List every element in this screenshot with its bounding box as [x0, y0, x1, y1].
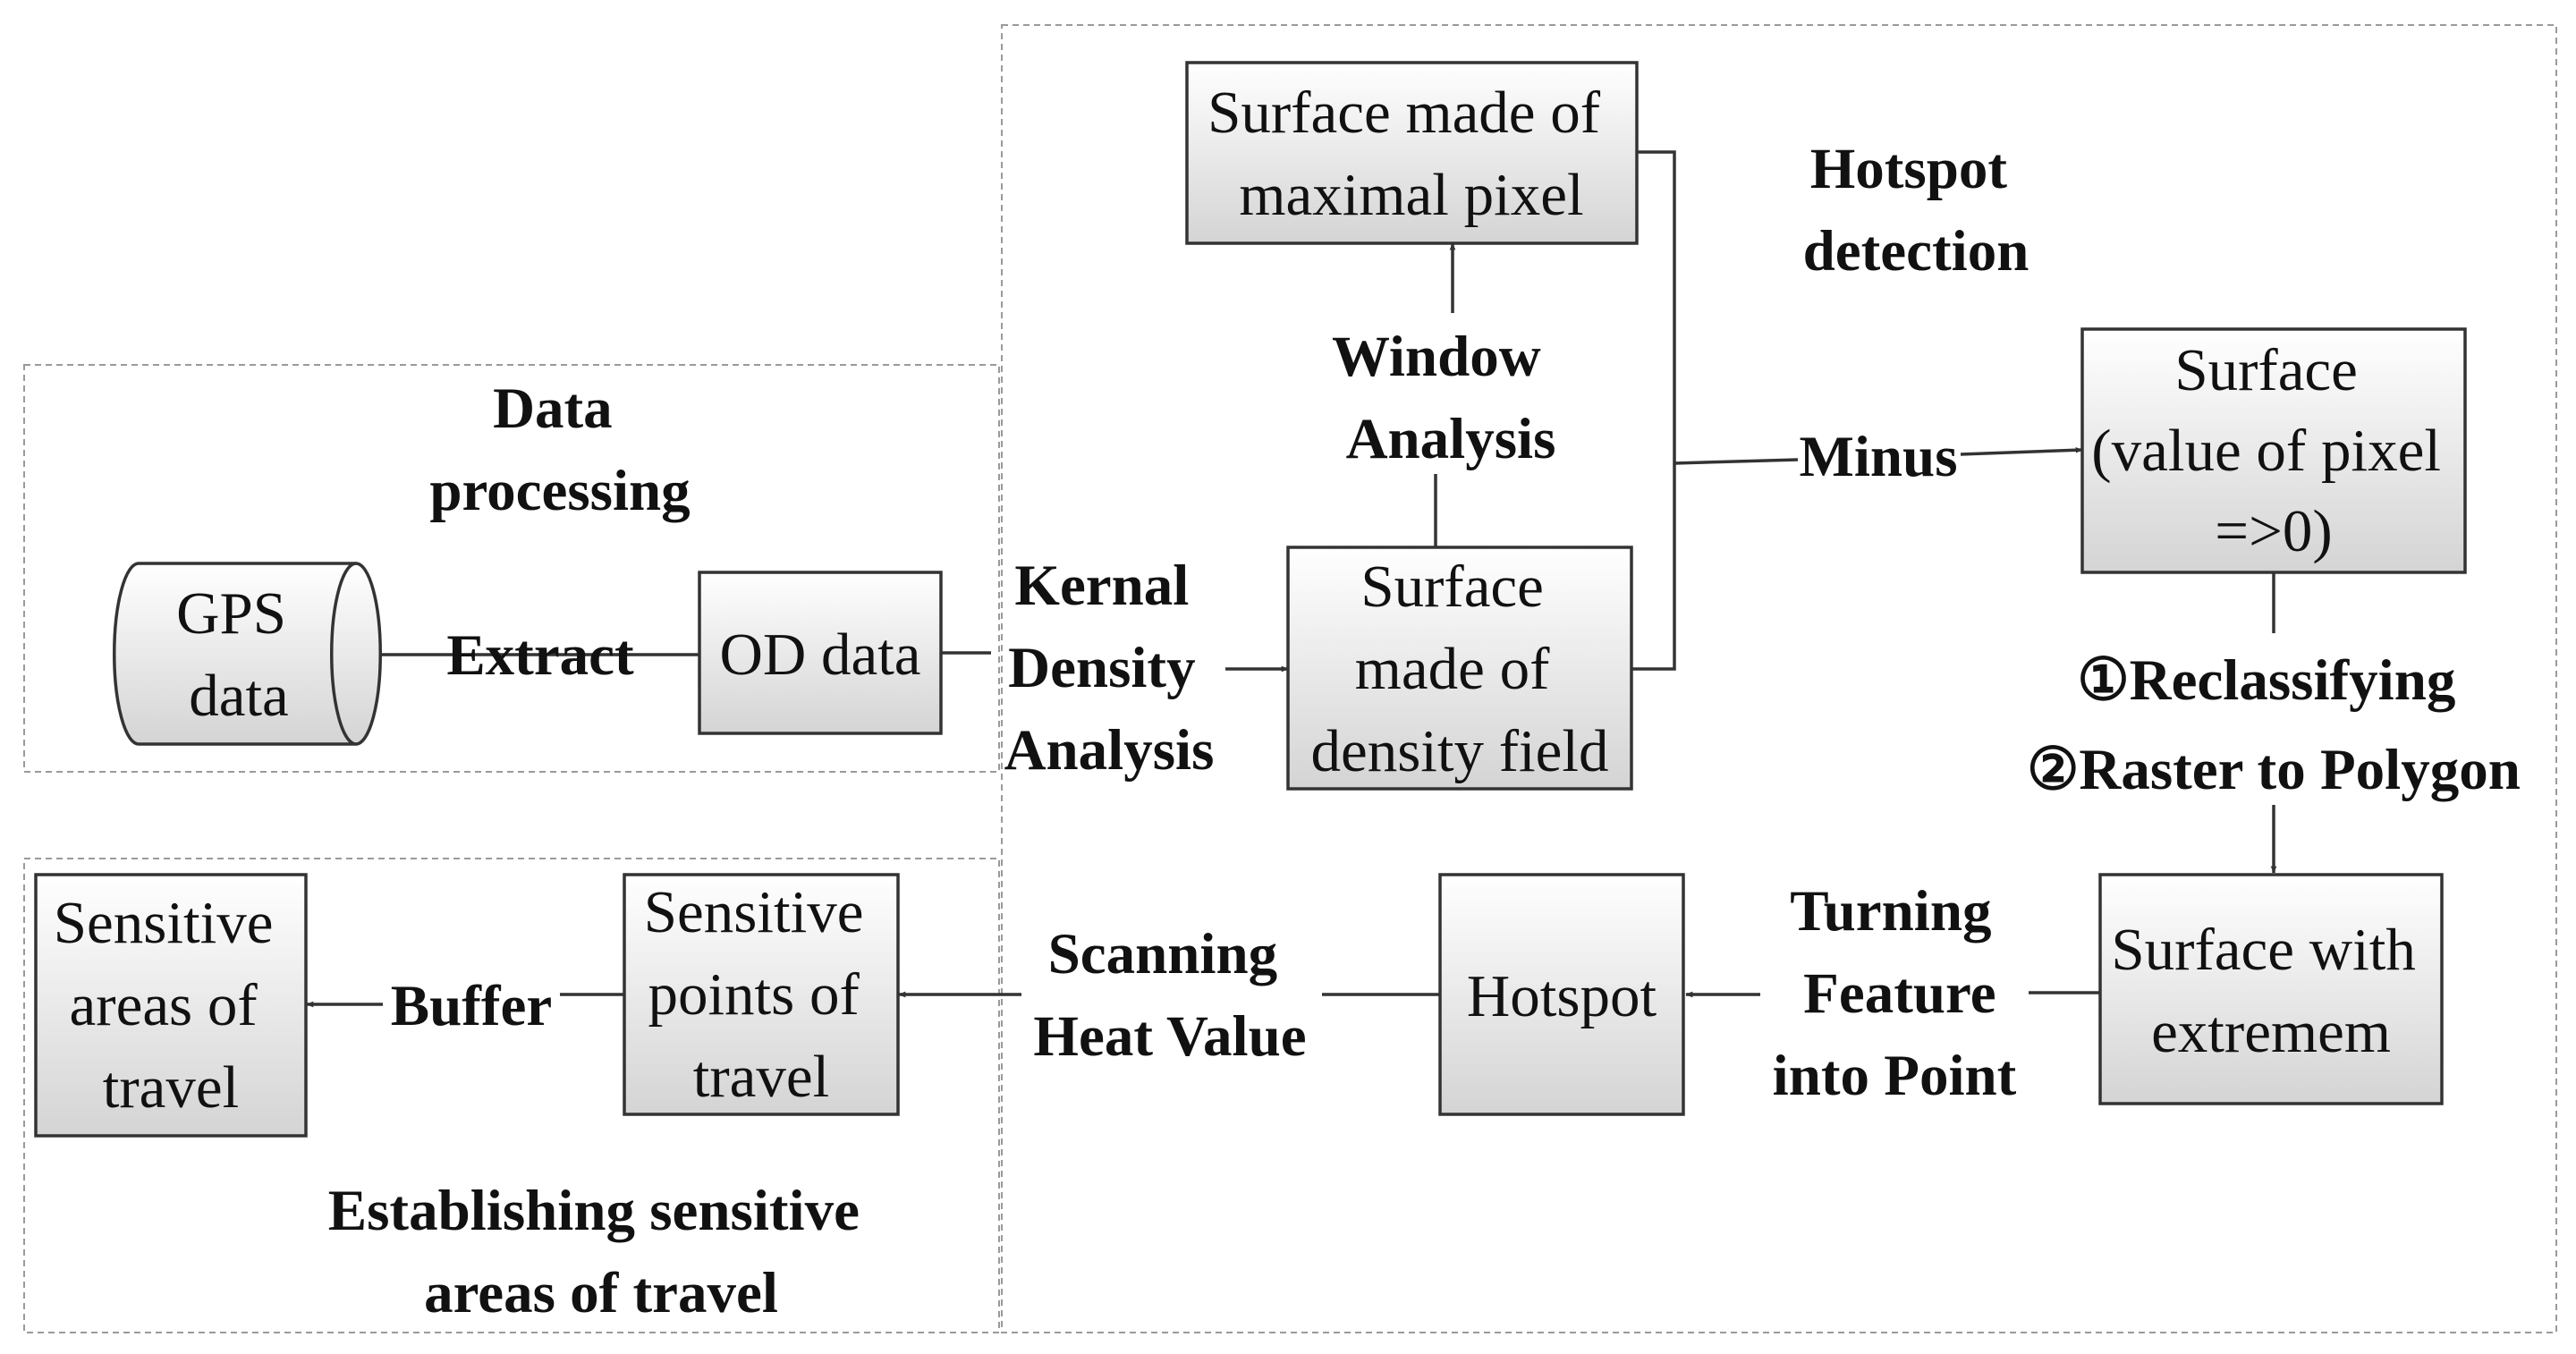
- svg-text:GPS data: GPS data: [176, 580, 301, 729]
- svg-text:①Reclassifying ②Raster to: ①Reclassifying ②Raster to Polygon: [2027, 648, 2521, 802]
- group-title-establishing-line2: areas of travel: [424, 1261, 778, 1325]
- node-extremem: Surface with extremem: [2098, 873, 2444, 1105]
- edge-maximal-density-join: [1631, 150, 1676, 671]
- node-density-line3: density field: [1310, 718, 1608, 784]
- node-value-pixel: Surface (value of pixel =>0): [2080, 327, 2467, 574]
- node-gps-line1: GPS: [176, 580, 286, 647]
- svg-text:Extract: Extract: [446, 623, 634, 688]
- node-points-line2: points of: [648, 961, 860, 1028]
- label-raster-to-polygon: ②Raster to Polygon: [2027, 738, 2521, 802]
- label-window-line1: Window: [1332, 325, 1541, 389]
- svg-text:Window Analysis: Window Analysis: [1332, 325, 1555, 471]
- node-od-data: OD data: [698, 571, 943, 735]
- label-turning-line3: into Point: [1773, 1044, 2017, 1108]
- svg-text:Turning Feature into P: Turning Feature into Point: [1773, 879, 2017, 1108]
- node-value-line1: Surface: [2174, 337, 2358, 403]
- node-points-line1: Sensitive: [644, 879, 864, 945]
- node-sensitive-areas: Sensitive areas of travel: [34, 873, 308, 1138]
- group-title-hotspot-line2: detection: [1803, 219, 2029, 283]
- svg-text:Surface (value of pixel: Surface (value of pixel =>0): [2091, 337, 2455, 564]
- group-data-processing: [23, 364, 1000, 773]
- node-gps-data: GPS data: [112, 562, 383, 746]
- node-areas-line2: areas of: [70, 972, 258, 1038]
- label-window-line2: Analysis: [1346, 407, 1556, 471]
- svg-text:Surface made of maximal: Surface made of maximal pixel: [1208, 80, 1615, 228]
- node-gps-line2: data: [189, 663, 289, 729]
- group-title-data-processing-line2: processing: [429, 459, 690, 523]
- svg-text:Minus: Minus: [1799, 425, 1957, 489]
- label-scanning-line1: Scanning: [1048, 922, 1278, 986]
- node-extremem-line1: Surface with: [2111, 917, 2415, 983]
- node-sensitive-points: Sensitive points of travel: [623, 873, 900, 1116]
- node-areas-line1: Sensitive: [54, 890, 274, 956]
- label-turning-line2: Feature: [1803, 961, 1996, 1026]
- svg-text:Data processing: Data processing: [429, 377, 690, 523]
- svg-text:Establishing sensitive are: Establishing sensitive areas of travel: [328, 1179, 874, 1325]
- node-maximal-line1: Surface made of: [1208, 80, 1601, 146]
- svg-text:OD data: OD data: [719, 622, 920, 688]
- svg-text:Surface made of de: Surface made of density field: [1310, 554, 1608, 784]
- node-maximal-pixel: Surface made of maximal pixel: [1185, 61, 1639, 245]
- node-areas-line3: travel: [103, 1054, 240, 1121]
- svg-text:Buffer: Buffer: [391, 974, 553, 1038]
- svg-text:Hotspot detection: Hotspot detection: [1803, 137, 2029, 283]
- node-hotspot: Hotspot: [1438, 873, 1685, 1116]
- node-value-line2: (value of pixel: [2091, 418, 2441, 484]
- label-kernal-line1: Kernal: [1014, 554, 1189, 618]
- svg-text:Sensitive points of: Sensitive points of travel: [644, 879, 878, 1110]
- node-extremem-line2: extremem: [2151, 999, 2391, 1065]
- svg-text:Kernal Density Analysi: Kernal Density Analysis: [1004, 554, 1215, 783]
- node-density-line1: Surface: [1360, 554, 1544, 620]
- group-title-data-processing-line1: Data: [493, 377, 613, 441]
- svg-text:Sensitive areas of: Sensitive areas of travel: [54, 890, 288, 1121]
- group-hotspot-detection: [1001, 24, 2557, 1333]
- node-density-line2: made of: [1355, 636, 1550, 702]
- label-minus: Minus: [1799, 425, 1957, 489]
- group-title-establishing-line1: Establishing sensitive: [328, 1179, 860, 1243]
- label-kernal-line3: Analysis: [1004, 718, 1215, 783]
- label-buffer: Buffer: [391, 974, 553, 1038]
- node-density-field: Surface made of density field: [1286, 546, 1633, 791]
- label-extract: Extract: [446, 623, 634, 688]
- svg-text:Hotspot: Hotspot: [1467, 963, 1657, 1029]
- edge-join-to-minus: [1674, 458, 1799, 465]
- node-od-line1: OD data: [719, 622, 920, 688]
- node-points-line3: travel: [693, 1044, 830, 1110]
- label-turning-line1: Turning: [1790, 879, 1991, 944]
- edge-minus-to-value: [1960, 446, 2083, 456]
- svg-text:Scanning Heat Value: Scanning Heat Value: [1033, 922, 1306, 1069]
- group-establishing: [23, 858, 1000, 1333]
- node-maximal-line2: maximal pixel: [1239, 162, 1583, 228]
- label-scanning-line2: Heat Value: [1033, 1004, 1306, 1069]
- label-reclassifying: ①Reclassifying: [2077, 648, 2455, 713]
- node-hotspot-line1: Hotspot: [1467, 963, 1657, 1029]
- label-kernal-line2: Density: [1008, 636, 1195, 700]
- svg-text:Surface with extremem: Surface with extremem: [2111, 917, 2430, 1065]
- group-title-hotspot-line1: Hotspot: [1810, 137, 2008, 201]
- node-value-line3: =>0): [2215, 498, 2332, 564]
